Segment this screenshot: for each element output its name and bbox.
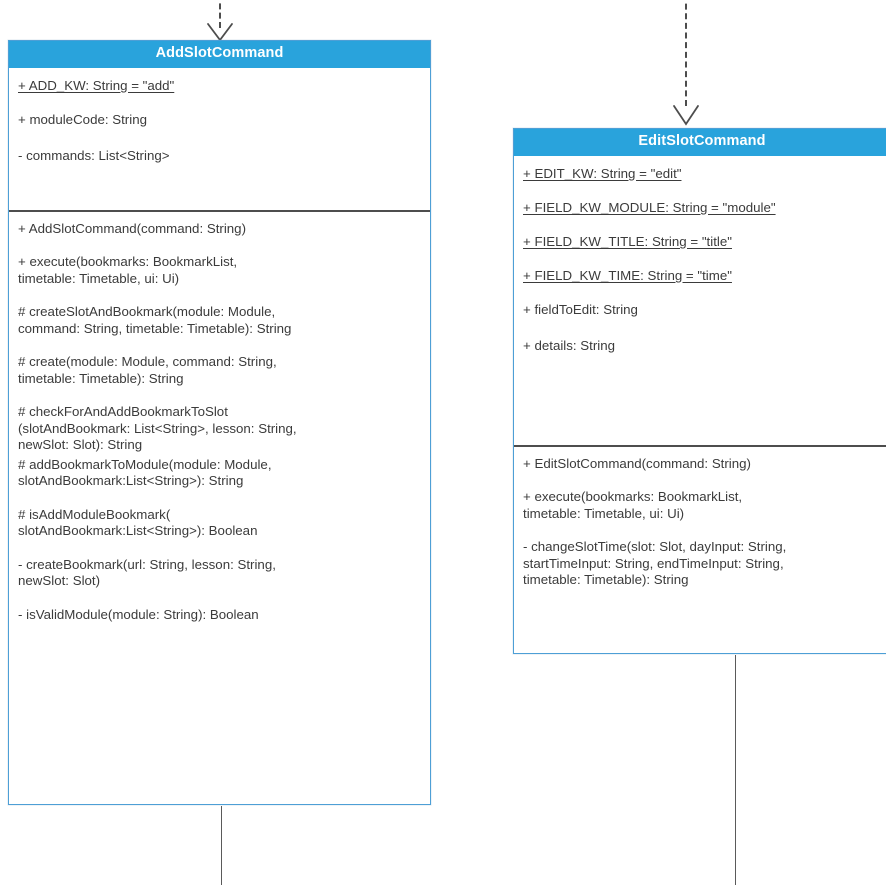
method-row: + EditSlotCommand(command: String) [523,455,751,471]
attribute-row: + ADD_KW: String = "add" [18,77,175,93]
method-row: # create(module: Module, command: String… [18,354,277,386]
attribute-row: - commands: List<String> [18,148,170,164]
realization-arrow-line-add [219,0,221,28]
method-row: + AddSlotCommand(command: String) [18,220,246,236]
class-title-AddSlotCommand: AddSlotCommand [9,41,430,68]
attribute-row: + FIELD_KW_TIME: String = "time" [523,267,732,283]
method-row: + execute(bookmarks: BookmarkList, timet… [523,489,743,521]
methods-compartment-EditSlotCommand: + EditSlotCommand(command: String) + exe… [514,444,886,598]
method-row: # createSlotAndBookmark(module: Module, … [18,304,292,336]
class-title-EditSlotCommand: EditSlotCommand [514,129,886,156]
association-line-below-add [221,806,222,885]
realization-arrowhead-edit [673,105,699,126]
method-row: # isAddModuleBookmark( slotAndBookmark:L… [18,506,258,539]
realization-arrow-line-edit [685,0,687,106]
uml-class-EditSlotCommand[interactable]: EditSlotCommand + EDIT_KW: String = "edi… [513,128,886,654]
attribute-row: + details: String [523,338,616,354]
attribute-row: + FIELD_KW_MODULE: String = "module" [523,199,776,215]
attribute-row: + fieldToEdit: String [523,301,638,317]
attribute-row: + EDIT_KW: String = "edit" [523,165,682,181]
attribute-row: + moduleCode: String [18,111,147,127]
uml-class-AddSlotCommand[interactable]: AddSlotCommand + ADD_KW: String = "add" … [8,40,431,805]
realization-arrowhead-add [207,23,233,42]
method-row: # checkForAndAddBookmarkToSlot (slotAndB… [18,404,297,453]
attribute-row: + FIELD_KW_TITLE: String = "title" [523,233,732,249]
method-row: - changeSlotTime(slot: Slot, dayInput: S… [523,539,787,588]
method-row: # addBookmarkToModule(module: Module, sl… [18,456,272,489]
method-row: + execute(bookmarks: BookmarkList, timet… [18,254,238,286]
attributes-compartment-EditSlotCommand: + EDIT_KW: String = "edit" + FIELD_KW_MO… [514,156,886,445]
association-line-below-edit [735,655,736,885]
method-row: - createBookmark(url: String, lesson: St… [18,556,276,589]
methods-compartment-AddSlotCommand: + AddSlotCommand(command: String) + exec… [9,209,430,632]
attributes-compartment-AddSlotCommand: + ADD_KW: String = "add" + moduleCode: S… [9,68,430,210]
method-row: - isValidModule(module: String): Boolean [18,606,259,622]
